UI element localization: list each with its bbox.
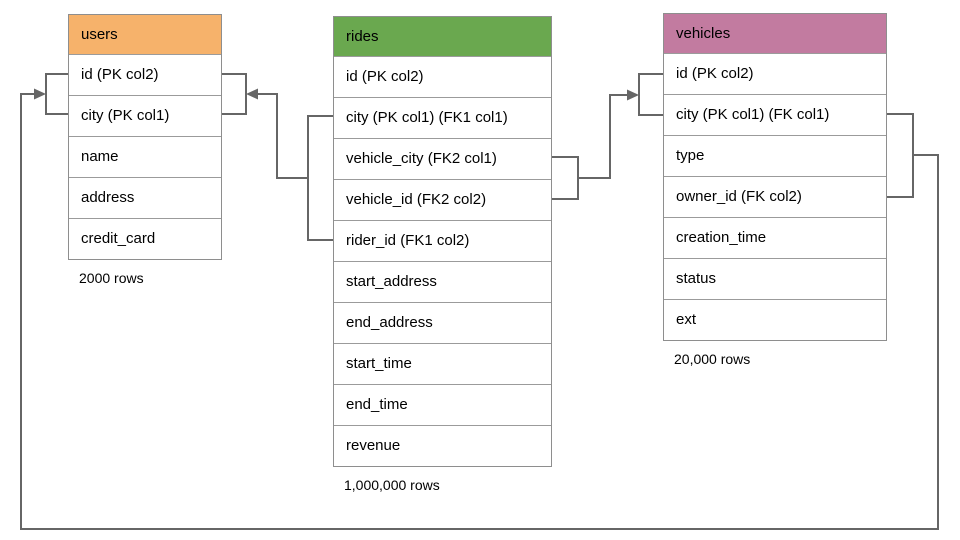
table-row: type: [664, 135, 886, 176]
table-row: start_time: [334, 343, 551, 384]
row-count-label: 20,000 rows: [674, 351, 751, 367]
table-box: rides id (PK col2)city (PK col1) (FK1 co…: [333, 16, 552, 467]
table-row: credit_card: [69, 218, 221, 259]
table-row: id (PK col2): [334, 56, 551, 97]
row-count-label: 1,000,000 rows: [344, 477, 440, 493]
table-row: end_time: [334, 384, 551, 425]
table-row: name: [69, 136, 221, 177]
table-row: id (PK col2): [69, 54, 221, 95]
table-row: city (PK col1): [69, 95, 221, 136]
row-count-label: 2000 rows: [79, 270, 144, 286]
table-row: rider_id (FK1 col2): [334, 220, 551, 261]
table-row: vehicle_id (FK2 col2): [334, 179, 551, 220]
table-row: creation_time: [664, 217, 886, 258]
fk1-connector-line: [258, 93, 308, 179]
fk3-arrowhead-icon: [34, 88, 46, 100]
table-header: rides: [334, 17, 551, 56]
table-box: vehicles id (PK col2)city (PK col1) (FK …: [663, 13, 887, 341]
table-row: status: [664, 258, 886, 299]
table-row: owner_id (FK col2): [664, 176, 886, 217]
table-row: revenue: [334, 425, 551, 466]
fk3-vehicles-bracket: [887, 113, 914, 198]
table-row: city (PK col1) (FK col1): [664, 94, 886, 135]
fk3-users-bracket: [45, 73, 68, 115]
table-header: users: [69, 15, 221, 54]
fk1-rides-bracket: [307, 115, 333, 241]
table-vehicles: vehicles id (PK col2)city (PK col1) (FK …: [663, 13, 887, 367]
table-rows: id (PK col2)city (PK col1) (FK1 col1)veh…: [334, 56, 551, 466]
table-row: vehicle_city (FK2 col1): [334, 138, 551, 179]
table-row: address: [69, 177, 221, 218]
table-row: end_address: [334, 302, 551, 343]
fk2-connector-line: [578, 94, 627, 179]
table-header: vehicles: [664, 14, 886, 53]
table-rides: rides id (PK col2)city (PK col1) (FK1 co…: [333, 16, 552, 493]
table-row: city (PK col1) (FK1 col1): [334, 97, 551, 138]
fk2-vehicles-bracket: [638, 73, 663, 116]
table-row: id (PK col2): [664, 53, 886, 94]
fk2-rides-bracket: [552, 156, 579, 200]
table-row: start_address: [334, 261, 551, 302]
table-row: ext: [664, 299, 886, 340]
fk1-arrowhead-icon: [246, 88, 258, 100]
fk2-arrowhead-icon: [627, 89, 639, 101]
table-rows: id (PK col2)city (PK col1) (FK col1)type…: [664, 53, 886, 340]
fk1-users-bracket: [222, 73, 247, 115]
